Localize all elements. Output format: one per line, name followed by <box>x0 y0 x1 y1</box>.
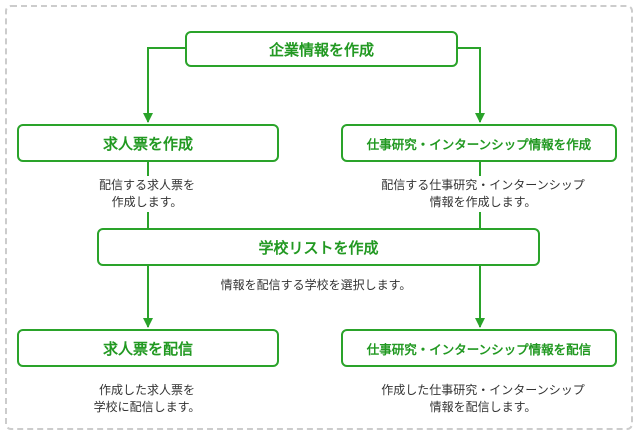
create-school-list-box[interactable]: 学校リストを作成 <box>97 228 540 266</box>
connector-company-to-job <box>143 47 185 123</box>
create-school-list-label: 学校リストを作成 <box>258 238 379 257</box>
internship-description-line2: 情報を作成します。 <box>429 195 537 209</box>
distributed-internship-description-line2: 情報を配信します。 <box>429 400 537 414</box>
internship-description-line1: 配信する仕事研究・インターンシップ <box>381 178 585 192</box>
distribute-job-posting-label: 求人票を配信 <box>102 339 193 358</box>
create-job-posting-box[interactable]: 求人票を作成 <box>17 124 279 162</box>
distribute-internship-info-label: 仕事研究・インターンシップ情報を配信 <box>366 341 592 357</box>
create-internship-info-box[interactable]: 仕事研究・インターンシップ情報を作成 <box>341 124 617 162</box>
distribute-job-posting-box[interactable]: 求人票を配信 <box>17 329 279 367</box>
school-list-description: 情報を配信する学校を選択します。 <box>200 276 432 295</box>
distributed-job-description-line1: 作成した求人票を <box>98 383 195 397</box>
create-company-info-box[interactable]: 企業情報を作成 <box>185 31 458 67</box>
distributed-internship-description-line1: 作成した仕事研究・インターンシップ <box>381 383 585 397</box>
job-posting-description-line2: 作成します。 <box>111 195 183 209</box>
connector-company-to-internship <box>458 47 485 123</box>
distributed-job-description-line2: 学校に配信します。 <box>93 400 201 414</box>
create-company-info-label: 企業情報を作成 <box>268 40 374 59</box>
job-posting-description: 配信する求人票を 作成します。 <box>72 176 222 212</box>
job-posting-description-line1: 配信する求人票を <box>98 178 195 192</box>
distributed-job-description: 作成した求人票を 学校に配信します。 <box>72 381 222 417</box>
distribute-internship-info-box[interactable]: 仕事研究・インターンシップ情報を配信 <box>341 329 617 367</box>
create-job-posting-label: 求人票を作成 <box>102 134 193 153</box>
create-internship-info-label: 仕事研究・インターンシップ情報を作成 <box>366 136 592 152</box>
dashed-frame <box>5 5 633 430</box>
internship-description: 配信する仕事研究・インターンシップ 情報を作成します。 <box>368 176 598 212</box>
distributed-internship-description: 作成した仕事研究・インターンシップ 情報を配信します。 <box>368 381 598 417</box>
school-list-description-line: 情報を配信する学校を選択します。 <box>220 278 412 292</box>
